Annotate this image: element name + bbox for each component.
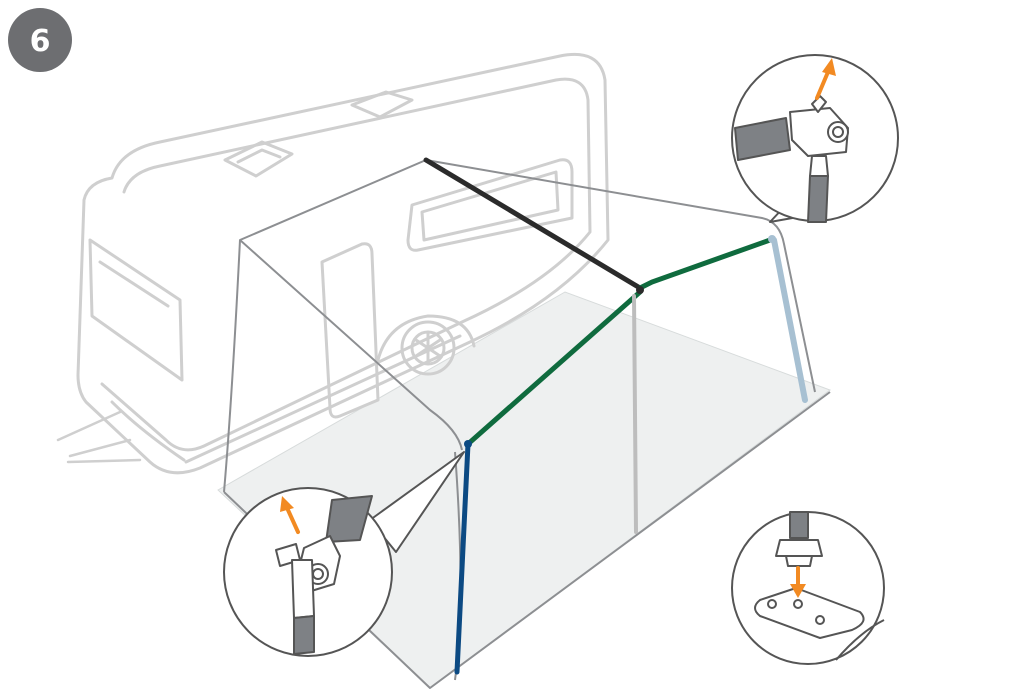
connector-detail-top [734, 95, 849, 223]
connector-rear [768, 235, 776, 243]
detail-callout-foot [731, 511, 885, 665]
connector-ridge [636, 286, 644, 294]
detail-callout-bottom-left [223, 451, 465, 657]
foot-plate-detail [754, 511, 885, 661]
leg-pole-blue [454, 441, 471, 675]
detail-callout-top-right [731, 54, 899, 223]
caravan-illustration [76, 52, 610, 475]
step-badge: 6 [8, 8, 72, 72]
arrow-up-icon [280, 496, 300, 534]
awning-poles [423, 157, 808, 675]
motion-lines [56, 410, 142, 464]
arrow-up-icon [815, 58, 836, 100]
connector-detail-bottom [275, 495, 373, 655]
roof-pole-green-right [637, 237, 773, 291]
connector-front [464, 440, 472, 448]
roof-pole-green-left [465, 289, 643, 447]
ridge-pole-black [423, 157, 643, 291]
leg-pole-light-blue [771, 237, 808, 403]
step-number: 6 [30, 24, 51, 59]
centre-pole-grey [632, 294, 638, 534]
arrow-down-icon [790, 566, 806, 598]
